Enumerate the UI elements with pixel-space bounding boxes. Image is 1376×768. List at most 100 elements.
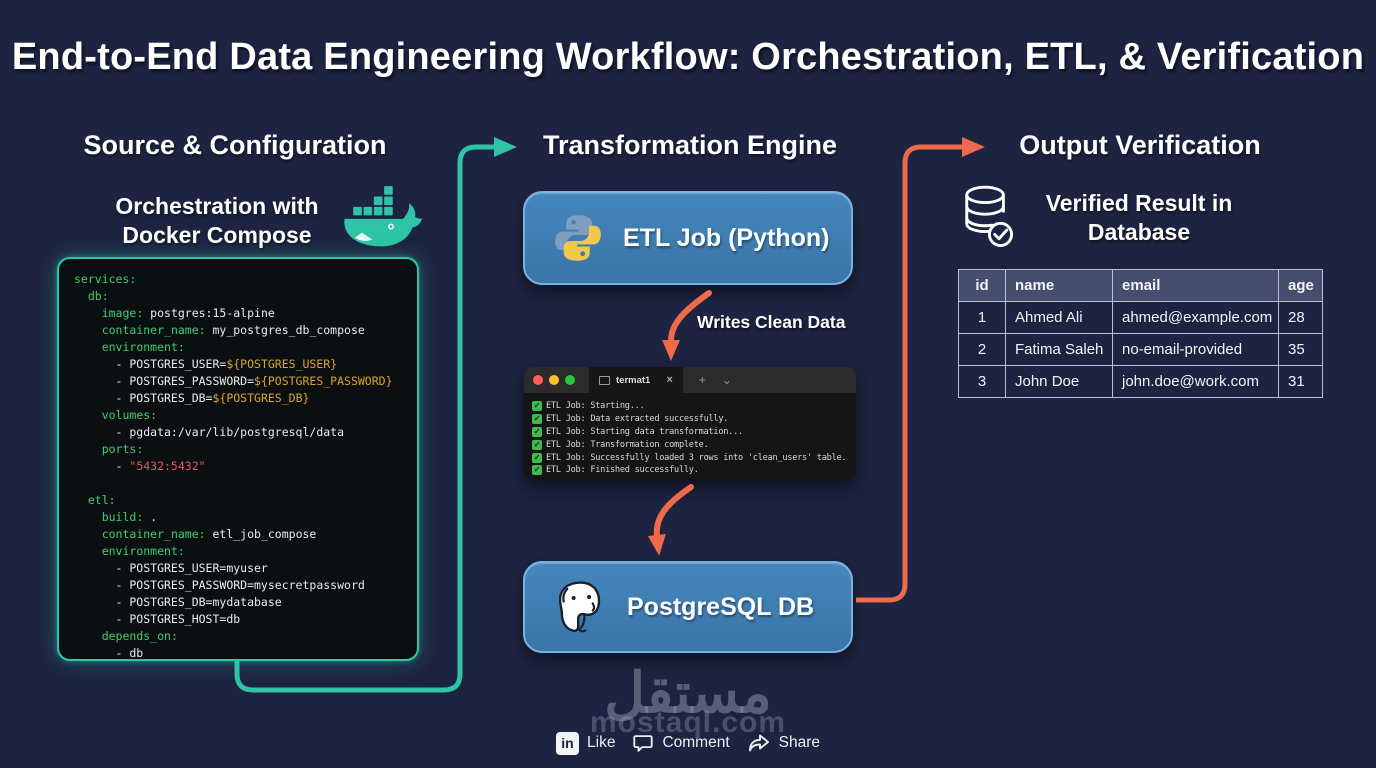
- terminal-log-line: ✓ ETL Job: Finished successfully.: [532, 464, 850, 477]
- postgresql-elephant-icon: [558, 581, 601, 633]
- code-line: - pgdata:/var/lib/postgresql/data: [74, 425, 345, 439]
- code-line: - POSTGRES_HOST=db: [74, 612, 241, 626]
- subtitle-line: Verified Result in: [1045, 190, 1233, 216]
- page-title: End-to-End Data Engineering Workflow: Or…: [11, 36, 1365, 78]
- code-line: environment:: [101, 340, 185, 354]
- success-check-icon: ✓: [532, 426, 542, 437]
- code-line: image: postgres:15-alpine: [101, 306, 275, 320]
- log-text: ETL Job: Starting...: [546, 401, 645, 412]
- log-text: ETL Job: Finished successfully.: [546, 465, 699, 476]
- header-output-verification: Output Verification: [1019, 130, 1261, 160]
- code-line: - POSTGRES_PASSWORD=${POSTGRES_PASSWORD}: [74, 374, 393, 388]
- etl-job-label: ETL Job (Python): [623, 223, 830, 252]
- code-line: etl:: [87, 493, 116, 507]
- column-header-name: name: [1005, 269, 1113, 302]
- column-header-email: email: [1112, 269, 1279, 302]
- watermark-arabic: مستقل: [604, 661, 772, 724]
- code-line: depends_on:: [101, 629, 178, 643]
- code-line: - POSTGRES_DB=mydatabase: [74, 595, 282, 609]
- success-check-icon: ✓: [532, 401, 542, 412]
- table-cell: 35: [1278, 333, 1323, 366]
- table-cell: 1: [958, 301, 1006, 334]
- new-tab-icon[interactable]: +: [698, 373, 706, 387]
- table-cell: 3: [958, 365, 1006, 398]
- subtitle-line: Orchestration with: [115, 193, 319, 219]
- table-cell: John Doe: [1005, 365, 1113, 398]
- code-line: - db: [74, 646, 144, 660]
- connector-terminal-to-db: [647, 484, 694, 556]
- code-line: - POSTGRES_PASSWORD=mysecretpassword: [74, 578, 365, 592]
- terminal-log-output: ✓ ETL Job: Starting...✓ETL Job: Data extr…: [524, 393, 856, 477]
- table-cell: ahmed@example.com: [1112, 301, 1279, 334]
- column-header-age: age: [1278, 269, 1323, 302]
- postgresql-db-label: PostgreSQL DB: [627, 592, 815, 621]
- code-line: [74, 475, 409, 492]
- subtitle-line: Database: [1087, 218, 1191, 245]
- header-source-configuration: Source & Configuration: [83, 130, 387, 160]
- terminal-tab-icon: [599, 375, 610, 385]
- postgresql-db-node: PostgreSQL DB: [523, 561, 853, 653]
- code-line: - POSTGRES_USER=myuser: [74, 561, 268, 575]
- zoom-traffic-light[interactable]: [565, 375, 575, 385]
- like-label: Like: [587, 734, 616, 751]
- terminal-title-bar: termat1 × + ⌄: [524, 367, 856, 393]
- code-line: db:: [87, 289, 109, 303]
- code-line: environment:: [101, 544, 185, 558]
- success-check-icon: ✓: [532, 452, 542, 463]
- code-line: container_name: my_postgres_db_compose: [101, 323, 365, 337]
- close-traffic-light[interactable]: [533, 375, 543, 385]
- code-line: ports:: [101, 442, 144, 456]
- code-line: services:: [74, 272, 137, 286]
- table-cell: 31: [1278, 365, 1323, 398]
- table-cell: Fatima Saleh: [1005, 333, 1113, 366]
- comment-label: Comment: [662, 734, 730, 751]
- minimize-traffic-light[interactable]: [549, 375, 559, 385]
- subtitle-line: Docker Compose: [122, 221, 312, 248]
- tab-dropdown-icon[interactable]: ⌄: [721, 373, 732, 387]
- terminal-log-line: ✓ETL Job: Data extracted successfully.: [532, 413, 850, 426]
- share-icon: [748, 734, 769, 752]
- table-cell: john.doe@work.com: [1112, 365, 1279, 398]
- terminal-log-line: ✓ ETL Job: Successfully loaded 3 rows int…: [532, 451, 850, 464]
- terminal-tab-title: termat1: [616, 374, 651, 386]
- terminal-log-line: ✓ ETL Job: Starting...: [532, 400, 850, 413]
- code-line: - POSTGRES_DB=${POSTGRES_DB}: [74, 391, 310, 405]
- share-label: Share: [778, 734, 820, 751]
- terminal-window: termat1 × + ⌄ ✓ETL Job: Starting...✓ETL …: [524, 367, 856, 480]
- comment-button[interactable]: Comment: [632, 732, 730, 754]
- etl-job-node: ETL Job (Python): [523, 191, 853, 285]
- python-logo-icon: [555, 215, 601, 261]
- comment-icon: [633, 735, 654, 752]
- success-check-icon: ✓: [532, 465, 542, 476]
- share-button[interactable]: Share: [747, 731, 820, 755]
- terminal-log-line: ✓ ETL Job: Transformation complete.: [532, 438, 850, 451]
- log-text: ETL Job: Starting data transformation...: [546, 426, 743, 437]
- database-check-icon: [965, 185, 1014, 247]
- table-cell: 2: [958, 333, 1006, 366]
- table-cell: 28: [1278, 301, 1323, 334]
- code-line: build: .: [101, 510, 158, 524]
- log-text: ETL Job: Successfully loaded 3 rows into…: [546, 452, 847, 463]
- terminal-tab[interactable]: termat1 ×: [589, 367, 683, 393]
- tab-close-icon[interactable]: ×: [666, 374, 673, 386]
- code-line: - POSTGRES_USER=${POSTGRES_USER}: [74, 357, 338, 371]
- like-button[interactable]: in Like: [556, 731, 616, 755]
- code-line: volumes:: [101, 408, 158, 422]
- success-check-icon: ✓: [532, 439, 542, 450]
- success-check-icon: ✓: [532, 414, 542, 425]
- header-transformation-engine: Transformation Engine: [542, 130, 838, 160]
- log-text: ETL Job: Transformation complete.: [546, 439, 709, 450]
- code-line: container_name: etl_job_compose: [101, 527, 317, 541]
- terminal-log-line: ✓ ETL Job: Starting data transformation..…: [532, 426, 850, 439]
- docker-compose-code-block: services: db: image: postgres:15-alpine …: [57, 257, 419, 661]
- table-cell: no-email-provided: [1112, 333, 1279, 366]
- code-line: - "5432:5432": [74, 459, 206, 473]
- linkedin-icon: in: [556, 731, 579, 755]
